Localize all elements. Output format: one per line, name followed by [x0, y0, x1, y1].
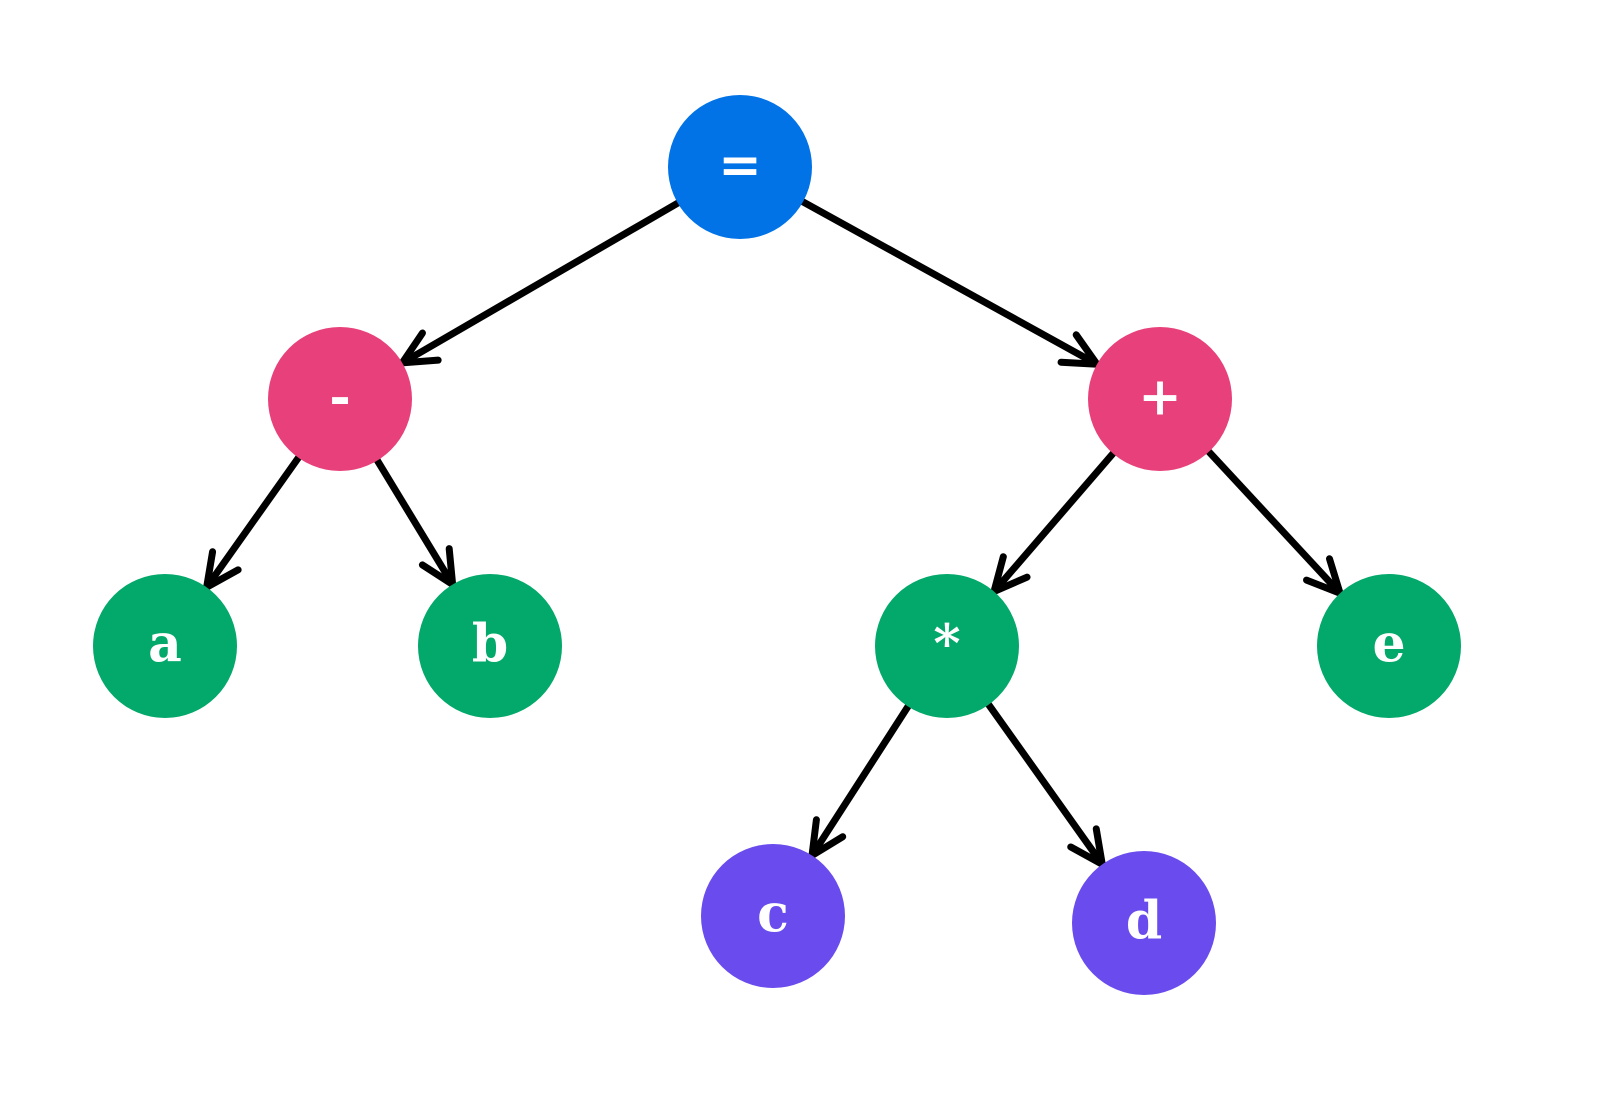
- node-circle: [1072, 851, 1216, 995]
- node-eq: =: [668, 95, 812, 239]
- node-d: d: [1072, 851, 1216, 995]
- edge-line: [811, 701, 914, 855]
- node-label: -: [329, 367, 351, 428]
- edge-plus-to-times: [988, 448, 1119, 598]
- arrow-head-icon: [807, 816, 847, 863]
- edge-line: [797, 196, 1096, 366]
- node-c: c: [701, 844, 845, 988]
- node-a: a: [93, 574, 237, 718]
- edge-line: [1203, 446, 1340, 593]
- node-plus: +: [1088, 327, 1232, 471]
- node-times: *: [875, 574, 1019, 718]
- node-label: e: [1372, 614, 1405, 675]
- edge-line: [206, 452, 304, 587]
- edge-eq-to-plus: [797, 196, 1105, 369]
- node-label: *: [933, 614, 960, 675]
- node-e: e: [1317, 574, 1461, 718]
- node-label: b: [472, 614, 508, 675]
- node-label: d: [1126, 891, 1162, 952]
- node-circle: [875, 574, 1019, 718]
- arrow-head-icon: [1067, 825, 1107, 871]
- edge-times-to-c: [807, 701, 914, 863]
- node-circle: [418, 574, 562, 718]
- node-label: =: [718, 135, 762, 196]
- node-circle: [668, 95, 812, 239]
- node-label: +: [1138, 367, 1182, 428]
- node-circle: [268, 327, 412, 471]
- node-label: a: [148, 614, 182, 675]
- node-circle: [1088, 327, 1232, 471]
- edge-plus-to-e: [1203, 446, 1346, 600]
- node-layer: = - + a b * e c d: [93, 95, 1461, 995]
- node-circle: [701, 844, 845, 988]
- arrow-head-icon: [418, 545, 457, 592]
- edge-minus-to-b: [372, 455, 457, 592]
- node-label: c: [757, 884, 789, 945]
- node-minus: -: [268, 327, 412, 471]
- node-circle: [93, 574, 237, 718]
- edge-line: [983, 699, 1103, 864]
- edge-layer: [201, 196, 1346, 871]
- edge-minus-to-a: [201, 452, 304, 594]
- edge-eq-to-minus: [395, 198, 683, 367]
- edge-line: [372, 455, 454, 583]
- edge-line: [993, 448, 1119, 591]
- node-b: b: [418, 574, 562, 718]
- arrow-head-icon: [201, 548, 242, 594]
- node-circle: [1317, 574, 1461, 718]
- edge-line: [403, 198, 683, 364]
- edge-times-to-d: [983, 699, 1107, 871]
